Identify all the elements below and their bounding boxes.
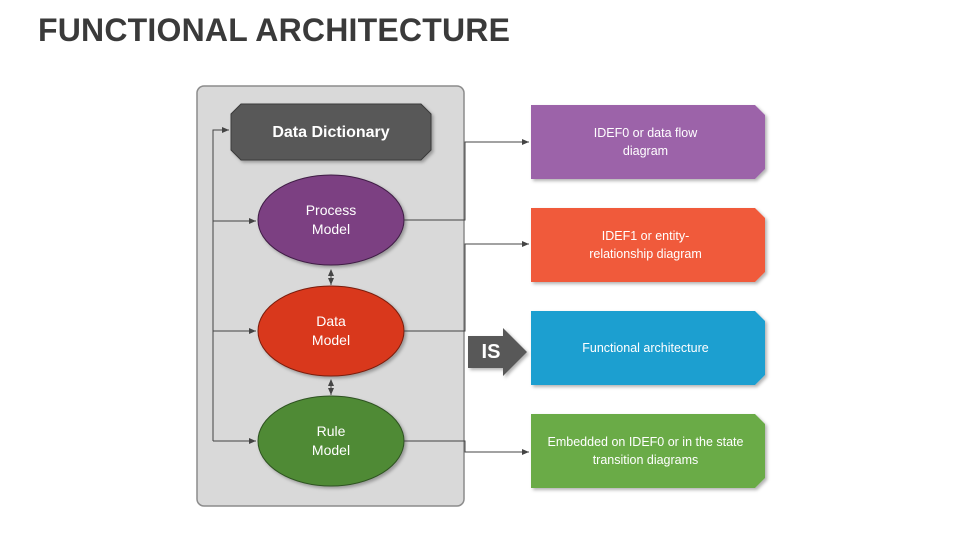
output-box-idef1: [531, 208, 765, 282]
data-dictionary-box: [230, 103, 432, 161]
output-label-embedded: Embedded on IDEF0 or in the state transi…: [547, 435, 744, 467]
connector-process-to-idef0: [404, 139, 529, 221]
data-model-label: Data Model: [311, 313, 351, 348]
is-label: IS: [481, 340, 501, 363]
is-arrow: [468, 328, 527, 376]
connector-data-to-idef1: [404, 241, 529, 332]
data-dictionary-label: Data Dictionary: [272, 123, 390, 141]
output-box-functional: [531, 311, 765, 385]
output-label-idef0: IDEF0 or data flow diagram: [593, 126, 698, 158]
output-box-idef0: [531, 105, 765, 179]
output-label-idef1: IDEF1 or entity- relationship diagram: [589, 229, 702, 261]
output-box-embedded: [531, 414, 765, 488]
page-title: FUNCTIONAL ARCHITECTURE: [38, 12, 511, 48]
connector-rule-to-embedded: [404, 440, 529, 455]
output-label-functional: Functional architecture: [582, 341, 709, 355]
feedback-line: [212, 127, 229, 441]
process-model-label: Process Model: [305, 202, 357, 237]
rule-model-label: Rule Model: [311, 423, 351, 458]
